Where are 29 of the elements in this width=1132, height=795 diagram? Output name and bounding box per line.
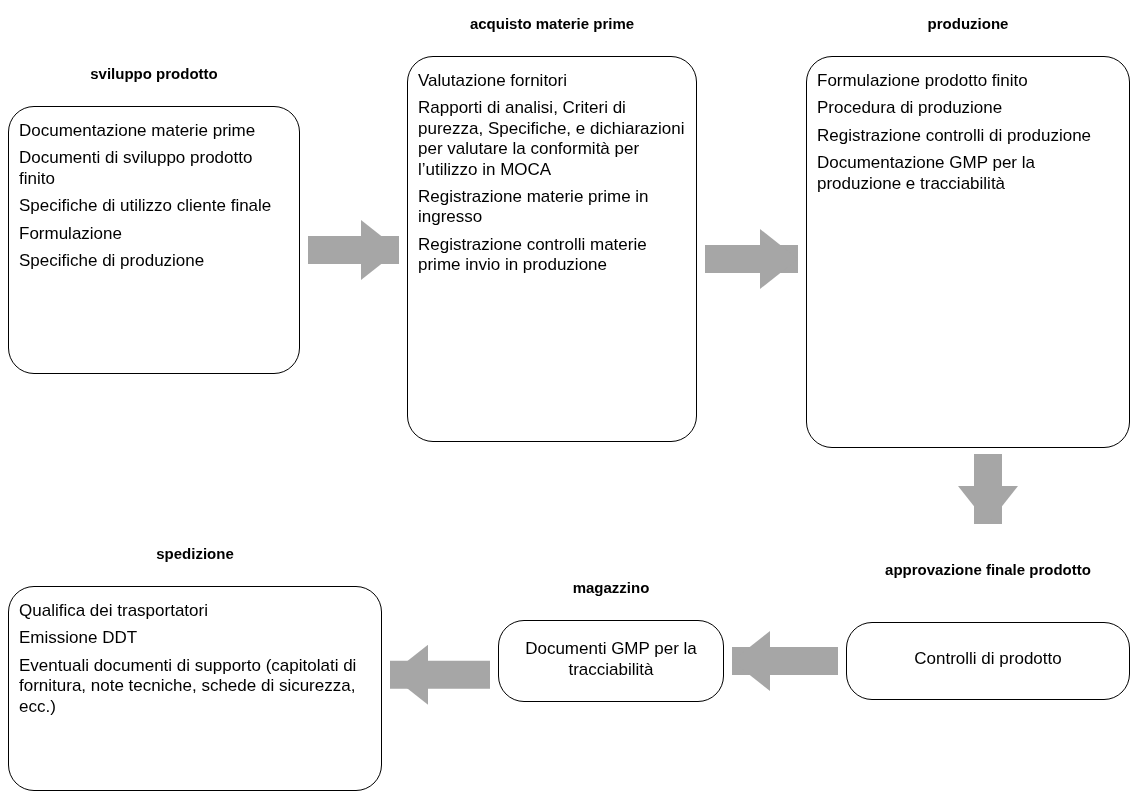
box-text: Documenti GMP per la tracciabilità	[524, 639, 698, 680]
box-text: Registrazione controlli di produzione	[817, 125, 1093, 147]
box-text: Specifiche di produzione	[19, 250, 206, 272]
box-text: Documenti di sviluppo prodotto finito	[19, 148, 254, 190]
step-heading: spedizione	[155, 544, 235, 564]
step-heading: sviluppo prodotto	[89, 64, 219, 84]
box-text: Procedura di produzione	[817, 98, 1004, 119]
box-text: Valutazione fornitori	[418, 71, 568, 92]
box-text: Controlli di prodotto	[913, 649, 1063, 670]
box-text: Rapporti di analisi, Criteri di purezza, Specifiche, e dichiarazioni per valutare la conformità per l’utilizzo in MOCA	[418, 98, 686, 180]
step-heading: produzione	[926, 14, 1010, 34]
box-text: Formulazione prodotto finito	[817, 71, 1029, 92]
step-heading: approvazione finale prodotto	[884, 560, 1092, 580]
block-arrow	[308, 220, 399, 280]
block-arrow	[732, 631, 838, 691]
block-arrow	[390, 644, 490, 705]
box-text: Documentazione GMP per la produzione e tracciabilità	[817, 153, 1036, 194]
block-arrow	[958, 454, 1018, 524]
box-text: Registrazione materie prime in ingresso	[418, 186, 650, 228]
box-text: Documentazione materie prime	[19, 121, 257, 142]
box-text: Qualifica dei trasportatori	[19, 601, 209, 622]
box-text: Eventuali documenti di supporto (capitolati di fornitura, note tecniche, schede di sicurezza, ecc.)	[19, 655, 358, 717]
block-arrow	[705, 229, 798, 289]
box-text: Specifiche di utilizzo cliente finale	[19, 196, 273, 217]
box-text: Formulazione	[19, 223, 123, 244]
step-heading: acquisto materie prime	[468, 14, 636, 34]
step-heading: magazzino	[571, 578, 651, 598]
box-text: Emissione DDT	[19, 628, 139, 649]
box-text: Registrazione controlli materie prime invio in produzione	[418, 234, 648, 276]
